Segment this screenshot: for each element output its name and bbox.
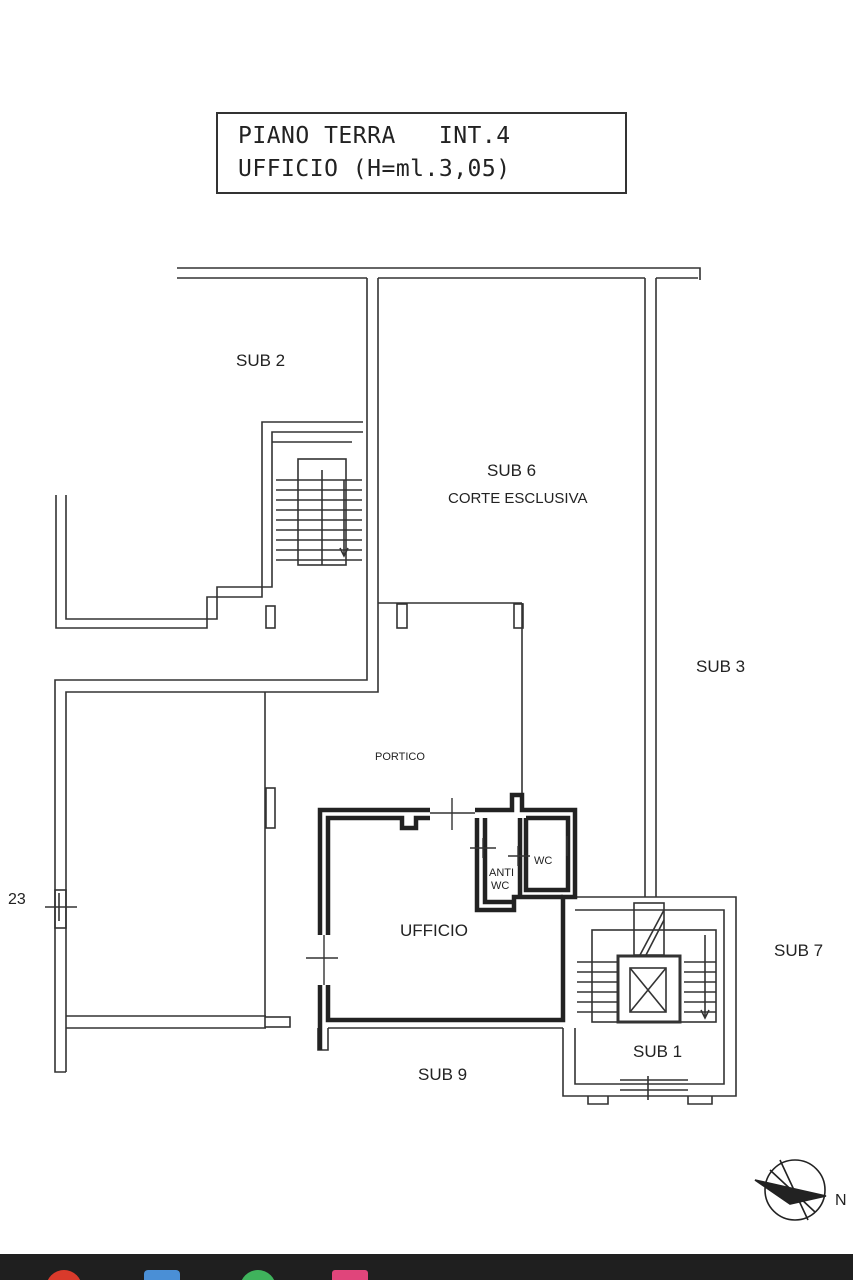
label-sub2: SUB 2 (236, 351, 285, 370)
chrome-icon[interactable] (46, 1270, 82, 1280)
plan-title-box: PIANO TERRA INT.4 UFFICIO (H=ml.3,05) (216, 112, 627, 194)
wall-sub6-sub3 (644, 278, 657, 897)
compass-north-label: N (835, 1192, 847, 1209)
label-wc: WC (534, 855, 552, 867)
label-sub3: SUB 3 (696, 657, 745, 676)
floor-plan: SUB 2 SUB 6 CORTE ESCLUSIVA SUB 3 PORTIC… (8, 267, 847, 1221)
sub2-stair-enclosure (55, 421, 363, 629)
lower-left-boundary (45, 889, 266, 1029)
label-portico: PORTICO (375, 751, 425, 763)
label-corte-esclusiva: CORTE ESCLUSIVA (448, 490, 587, 507)
top-boundary-wall (177, 267, 701, 280)
gallery-icon[interactable] (332, 1270, 368, 1280)
office-walls (317, 792, 578, 1050)
taskbar (0, 1254, 853, 1280)
folder-icon[interactable] (144, 1270, 180, 1280)
whatsapp-icon[interactable] (240, 1270, 276, 1280)
portico-outline (264, 602, 524, 1028)
label-anti-wc: WC (491, 880, 509, 892)
label-sub9: SUB 9 (418, 1065, 467, 1084)
sub1-stair-block (562, 896, 737, 1105)
label-23: 23 (8, 891, 26, 908)
sub9-boundary (317, 1027, 563, 1051)
label-anti: ANTI (489, 867, 514, 879)
label-sub6: SUB 6 (487, 461, 536, 480)
title-floor-unit: PIANO TERRA INT.4 (238, 123, 511, 149)
label-sub7: SUB 7 (774, 941, 823, 960)
north-compass-icon: N (754, 1159, 847, 1221)
office-openings (306, 798, 568, 985)
label-ufficio: UFFICIO (400, 921, 468, 940)
label-sub1: SUB 1 (633, 1042, 682, 1061)
wall-sub2-sub6 (54, 278, 379, 1073)
title-use-height: UFFICIO (H=ml.3,05) (238, 156, 511, 182)
